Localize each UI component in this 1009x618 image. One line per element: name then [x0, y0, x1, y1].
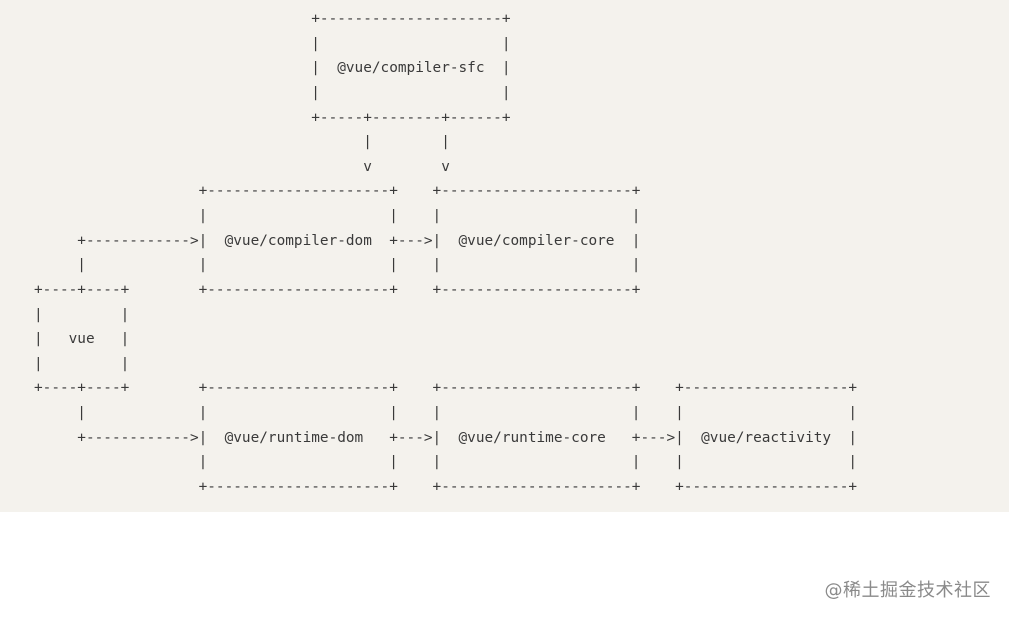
diagram-line: +------------>| @vue/compiler-dom +--->|…: [8, 232, 641, 249]
diagram-line: | |: [8, 306, 130, 323]
diagram-line: | |: [8, 355, 130, 372]
diagram-line: +----+----+ +---------------------+ +---…: [8, 380, 858, 397]
diagram-line: | | | | | |: [8, 454, 858, 471]
diagram-line: | | | | | | |: [8, 405, 858, 421]
diagram-line: +-----+--------+------+: [8, 109, 511, 126]
diagram-line: | |: [8, 84, 511, 101]
diagram-line: +---------------------+ +---------------…: [8, 183, 641, 200]
ascii-dependency-diagram: +---------------------+ | | | @vue/compi…: [8, 7, 857, 500]
diagram-line: | | | |: [8, 208, 641, 224]
diagram-line: | | | | |: [8, 257, 641, 274]
watermark-label: @稀土掘金技术社区: [824, 580, 991, 601]
diagram-line: | |: [8, 134, 450, 151]
diagram-line: +---------------------+ +---------------…: [8, 478, 858, 495]
diagram-line: | @vue/compiler-sfc |: [8, 60, 511, 77]
diagram-line: | vue |: [8, 331, 130, 348]
diagram-line: +------------>| @vue/runtime-dom +--->| …: [8, 429, 858, 446]
diagram-line: +---------------------+: [8, 11, 511, 27]
diagram-line: +----+----+ +---------------------+ +---…: [8, 281, 641, 298]
diagram-line: | |: [8, 35, 511, 52]
diagram-line: v v: [8, 158, 450, 175]
code-block: +---------------------+ | | | @vue/compi…: [0, 0, 1009, 512]
